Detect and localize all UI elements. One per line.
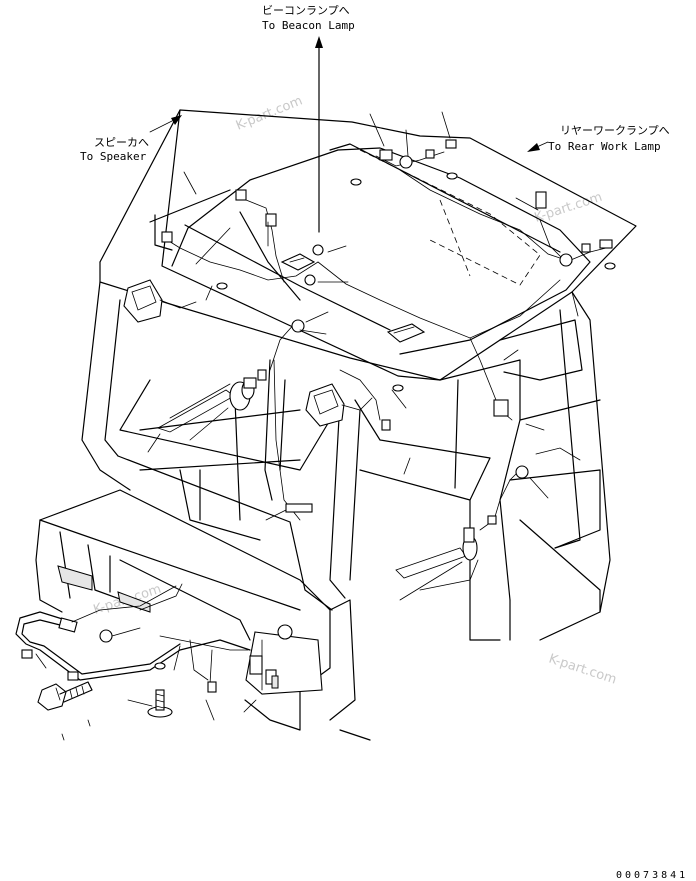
dash-vent-right xyxy=(117,591,151,613)
front-work-lamp-left xyxy=(123,279,197,323)
dome-lamp xyxy=(386,323,426,343)
cab-lower-body xyxy=(35,489,511,741)
rear-work-callout-en: To Rear Work Lamp xyxy=(548,140,661,153)
speaker-callout-jp: スピーカへ xyxy=(94,136,149,149)
controller-box xyxy=(245,624,323,695)
rear-work-callout-jp: リヤーワークランプへ xyxy=(560,124,670,137)
front-work-lamp-right xyxy=(305,383,373,427)
loose-harness xyxy=(15,585,251,681)
dash-vent-left xyxy=(57,565,93,591)
beacon-arrow xyxy=(315,36,323,233)
leader-lines xyxy=(35,111,579,741)
beacon-callout-en: To Beacon Lamp xyxy=(262,19,355,32)
harness-clips xyxy=(99,139,616,693)
speaker-callout-en: To Speaker xyxy=(80,150,147,163)
beacon-callout-jp: ビーコンランプへ xyxy=(262,4,350,17)
rear-work-arrow xyxy=(527,141,549,152)
front-wiper-assembly xyxy=(157,377,257,441)
cab-frame xyxy=(81,281,611,641)
cab-wiring-harness xyxy=(139,151,607,685)
hex-bolt-left xyxy=(37,681,93,711)
hex-bolt-center xyxy=(147,689,173,718)
drawing-number: 00073841 xyxy=(616,870,688,881)
roof-switch-panel xyxy=(280,253,316,271)
door-wiper-assembly xyxy=(395,527,479,601)
watermark-text: K-part.com xyxy=(234,93,305,133)
watermark-text: K-part.com xyxy=(547,652,619,688)
